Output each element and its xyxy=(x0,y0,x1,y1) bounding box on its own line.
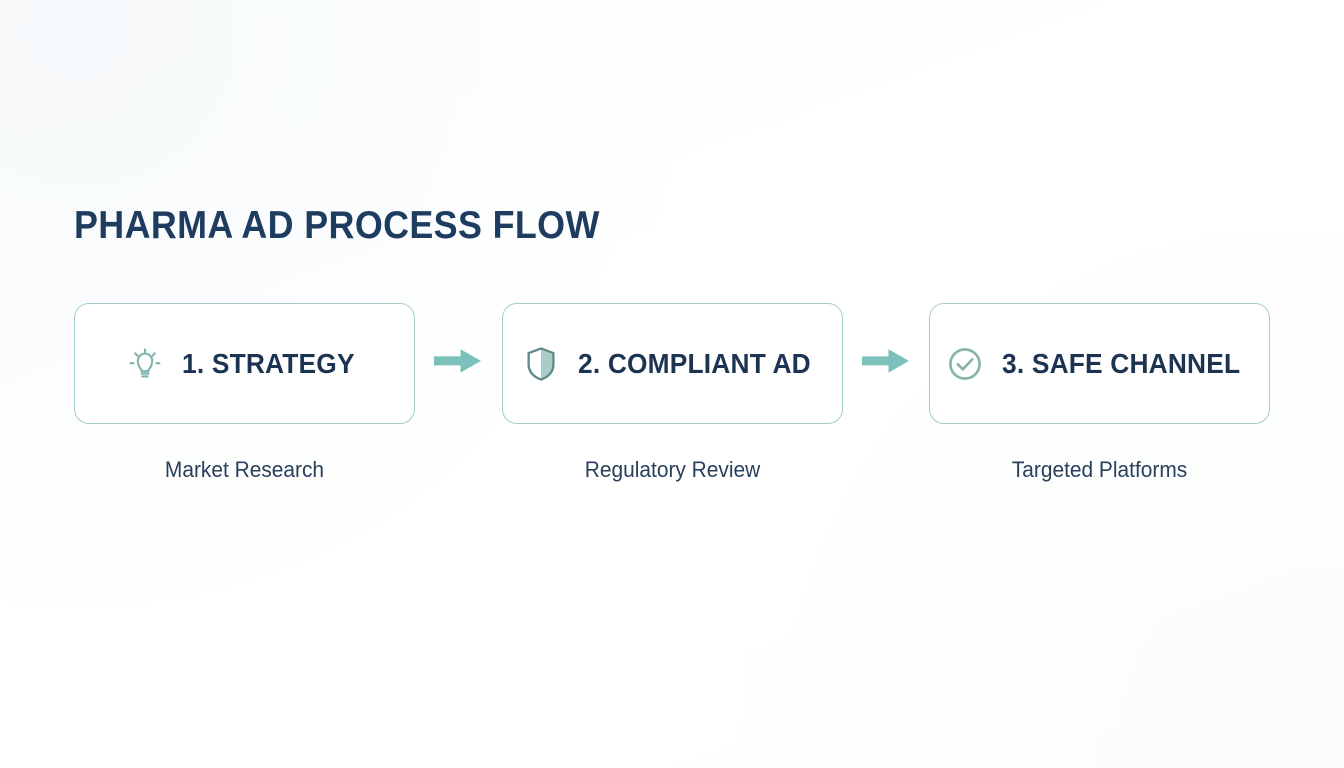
arrow-right-icon xyxy=(434,346,482,381)
lightbulb-icon xyxy=(123,342,167,386)
step-label-compliant-ad: 2. COMPLIANT AD xyxy=(577,347,811,379)
page-title: PHARMA AD PROCESS FLOW xyxy=(74,204,600,248)
connector-1 xyxy=(415,346,502,381)
caption-targeted-platforms: Targeted Platforms xyxy=(1011,457,1188,482)
process-flow: 1. STRATEGY 2. COMPLIANT AD xyxy=(74,303,1270,424)
step-card-safe-channel[interactable]: 3. SAFE CHANNEL xyxy=(929,303,1270,424)
arrow-right-icon xyxy=(861,346,910,381)
step-card-strategy[interactable]: 1. STRATEGY xyxy=(74,303,415,424)
connector-2 xyxy=(843,346,930,381)
step-captions: Market Research Regulatory Review Target… xyxy=(74,455,1270,485)
shield-icon xyxy=(519,342,563,386)
caption-regulatory-review: Regulatory Review xyxy=(584,457,760,482)
step-label-strategy: 1. STRATEGY xyxy=(182,347,355,379)
check-circle-icon xyxy=(943,342,987,386)
caption-market-research: Market Research xyxy=(164,457,325,482)
step-card-compliant-ad[interactable]: 2. COMPLIANT AD xyxy=(501,303,843,424)
step-label-safe-channel: 3. SAFE CHANNEL xyxy=(1002,347,1241,379)
